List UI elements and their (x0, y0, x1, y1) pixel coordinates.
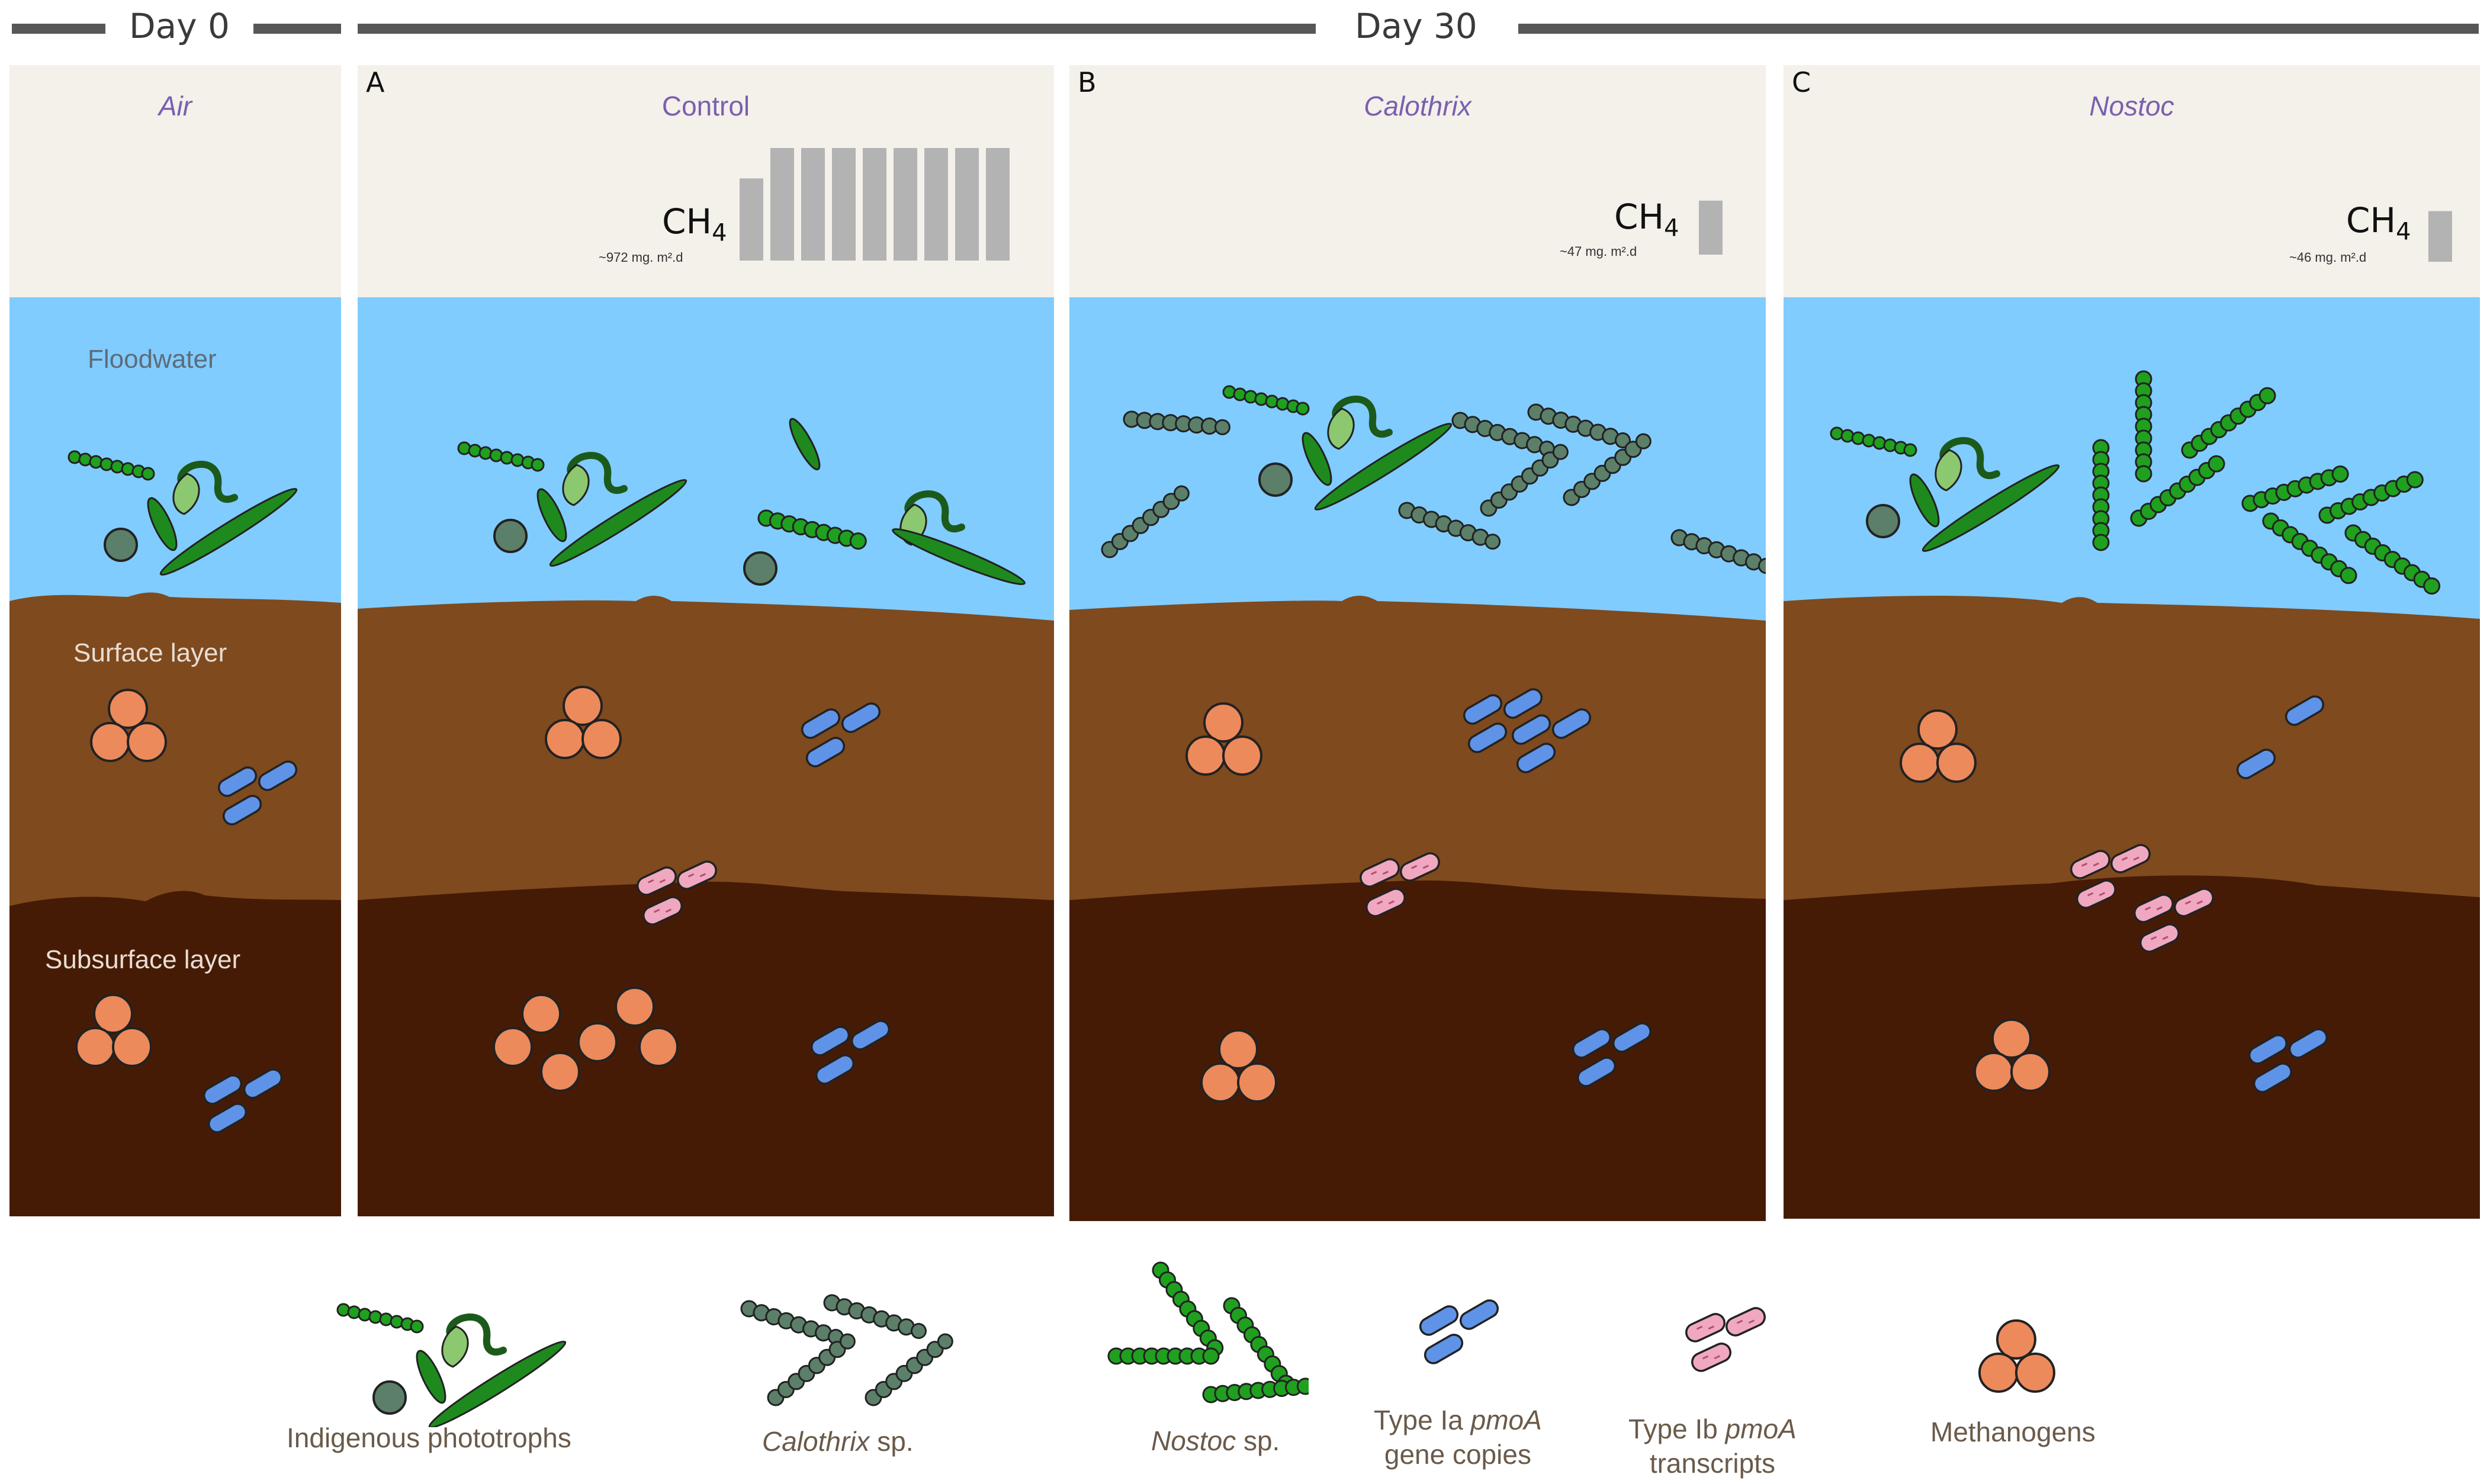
ch4-bars-nostoc (2428, 211, 2452, 262)
panel-nostoc-graphic (1784, 65, 2480, 1219)
day30-label: Day 30 (1355, 6, 1477, 46)
ch4-bar (1699, 200, 1723, 255)
timeline-header: Day 0 Day 30 (0, 0, 2487, 59)
legend-type-ib-icon (1682, 1304, 1769, 1375)
surface-layer-label: Surface layer (73, 638, 227, 667)
ch4-subscript: 4 (2396, 218, 2411, 246)
panel-nostoc: C Nostoc CH4 ~46 mg. m².d (1784, 65, 2480, 1219)
ch4-subscript: 4 (712, 219, 727, 247)
ch4-bar (740, 178, 763, 261)
ch4-text: CH (2346, 200, 2396, 240)
ch4-bar (924, 148, 948, 261)
legend-indigenous-label: Indigenous phototrophs (287, 1422, 571, 1453)
ch4-flux-calothrix: ~47 mg. m².d (1560, 244, 1637, 259)
legend-methanogens: Methanogens (1930, 1306, 2096, 1447)
day30-bar-right (1518, 24, 2479, 34)
ch4-bar (832, 148, 856, 261)
panel-control-graphic (358, 65, 1054, 1216)
panel-control-title: Control (661, 91, 750, 121)
legend-type-ia-icon (1416, 1296, 1502, 1367)
legend-type-ia-text: Type Ia (1374, 1405, 1471, 1435)
ch4-bar (2428, 211, 2452, 262)
ch4-bar (894, 148, 917, 261)
legend-nostoc-label: Nostoc sp. (1151, 1424, 1280, 1459)
ch4-text: CH (1614, 197, 1665, 237)
ch4-bars-calothrix (1699, 200, 1723, 255)
legend-type-ib-label: Type Ib pmoA transcripts (1628, 1412, 1797, 1480)
ch4-bar (863, 148, 886, 261)
legend-type-ia-label: Type Ia pmoA gene copies (1374, 1403, 1542, 1472)
legend-methanogens-label: Methanogens (1930, 1416, 2096, 1447)
legend-type-ia: Type Ia pmoA gene copies (1374, 1291, 1542, 1470)
legend-calothrix-label: Calothrix sp. (762, 1425, 914, 1459)
legend-type-ia-text2: gene copies (1384, 1438, 1531, 1470)
legend-calothrix-genus: Calothrix (762, 1426, 870, 1457)
legend-calothrix: Calothrix sp. (728, 1285, 977, 1457)
day0-bar-left (12, 24, 105, 34)
ch4-label-nostoc: CH4 (2346, 200, 2411, 246)
ch4-bar (770, 148, 794, 261)
ch4-label-control: CH4 (662, 201, 727, 247)
legend-type-ib: Type Ib pmoA transcripts (1628, 1297, 1797, 1479)
panel-day0-title: Air (158, 91, 192, 121)
type-ia-surface (2236, 695, 2325, 779)
legend-type-ib-text: Type Ib (1628, 1414, 1726, 1444)
legend-type-ib-gene: pmoA (1725, 1414, 1797, 1444)
panel-calothrix-title: Calothrix (1364, 91, 1471, 121)
panel-day0-graphic (9, 65, 341, 1216)
day0-label: Day 0 (129, 6, 230, 46)
legend-indigenous: Indigenous phototrophs (278, 1249, 574, 1453)
legend-nostoc-genus: Nostoc (1151, 1425, 1236, 1456)
ch4-flux-control: ~972 mg. m².d (599, 250, 683, 265)
legend-calothrix-suffix: sp. (869, 1426, 914, 1457)
floodwater-label: Floodwater (88, 345, 217, 374)
ch4-bar (986, 148, 1010, 261)
panel-control: A Control CH4 ~972 mg. m².d (358, 65, 1054, 1216)
panel-letter-b: B (1078, 66, 1097, 98)
methanogens-subsurface (493, 987, 679, 1092)
legend-nostoc-suffix: sp. (1236, 1425, 1280, 1456)
legend-type-ia-gene: pmoA (1470, 1405, 1542, 1435)
legend-type-ib-text2: transcripts (1649, 1447, 1775, 1479)
ch4-bars-control (740, 148, 1010, 261)
ch4-subscript: 4 (1664, 214, 1679, 242)
panel-calothrix-graphic (1069, 65, 1766, 1221)
ch4-flux-nostoc: ~46 mg. m².d (2289, 250, 2367, 265)
legend-nostoc: Nostoc sp. (1107, 1258, 1315, 1456)
legend-calothrix-icon (738, 1292, 957, 1409)
ch4-bar (801, 148, 825, 261)
ch4-label-calothrix: CH4 (1614, 197, 1679, 242)
panel-calothrix: B Calothrix CH4 ~47 mg. m².d (1069, 65, 1766, 1221)
ch4-bar (955, 148, 979, 261)
panel-letter-a: A (366, 66, 385, 98)
panel-day0: Air Floodwater Surface layer Subsurface … (9, 65, 341, 1216)
day30-bar-left (358, 24, 1316, 34)
legend-nostoc-icon (1107, 1258, 1315, 1404)
legend-indigenous-icon (278, 1249, 574, 1427)
panel-nostoc-title: Nostoc (2089, 91, 2174, 121)
panel-letter-c: C (1792, 66, 1811, 98)
subsurface-layer-label: Subsurface layer (45, 945, 241, 974)
ch4-text: CH (662, 201, 712, 242)
legend-methanogens-icon (1978, 1319, 2055, 1393)
day0-bar-right (253, 24, 341, 34)
